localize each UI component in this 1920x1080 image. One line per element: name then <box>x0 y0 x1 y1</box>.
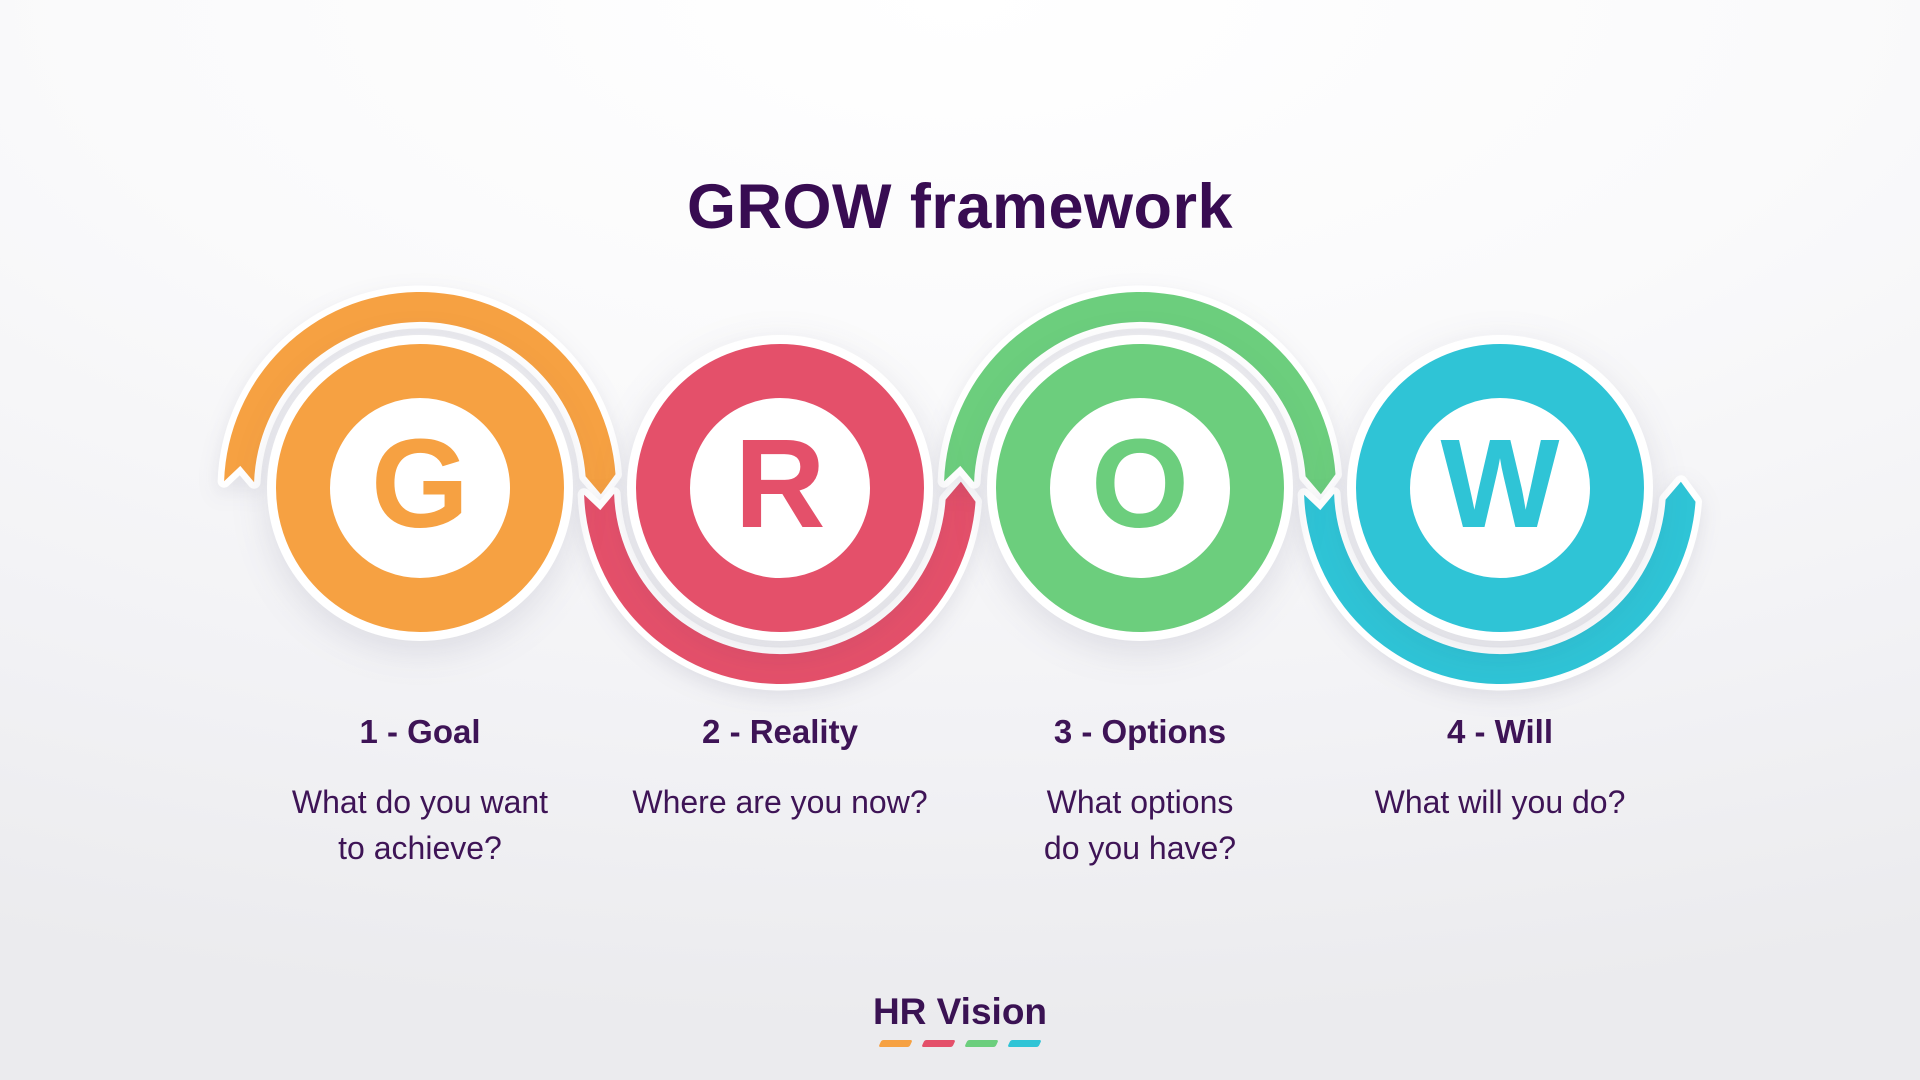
stage-letter: O <box>1090 413 1190 555</box>
stage-title: 2 - Reality <box>702 713 858 750</box>
stage-label-group: 1 - Goal What do you want to achieve? <box>230 712 610 871</box>
stage-label-group: 4 - Will What will you do? <box>1310 712 1690 825</box>
stage-description: What do you want to achieve? <box>291 784 549 866</box>
stage-letter: G <box>370 413 470 555</box>
stage-arc-G <box>224 292 616 495</box>
page-title: GROW framework <box>686 172 1234 243</box>
stage-label-group: 2 - Reality Where are you now? <box>590 712 970 825</box>
stage-title: 4 - Will <box>1446 713 1554 750</box>
stage-letter: W <box>1440 413 1560 555</box>
stage-ring-O <box>996 344 1284 632</box>
brand-dash <box>921 1040 956 1047</box>
brand-name: HR Vision <box>872 991 1048 1032</box>
stage-description: What options do you have? <box>1043 784 1237 866</box>
stage-label-group: 3 - Options What options do you have? <box>950 712 1330 871</box>
brand-dash <box>878 1040 913 1047</box>
brand-underline <box>0 1040 1920 1047</box>
stage-description: What will you do? <box>1374 784 1626 820</box>
footer: HR Vision <box>0 990 1920 1047</box>
stage-arc-O <box>944 292 1336 495</box>
stage-ring-W <box>1356 344 1644 632</box>
stage-arc-W <box>1304 481 1696 684</box>
brand-dash <box>1007 1040 1042 1047</box>
stage-title: 3 - Options <box>1053 713 1227 750</box>
stage-ring-R <box>636 344 924 632</box>
stage-description: Where are you now? <box>632 784 928 820</box>
stage-letter: R <box>734 413 826 555</box>
stage-arc-R <box>584 481 976 684</box>
stage-title: 1 - Goal <box>359 713 481 750</box>
brand-dash <box>964 1040 999 1047</box>
stage-ring-G <box>276 344 564 632</box>
